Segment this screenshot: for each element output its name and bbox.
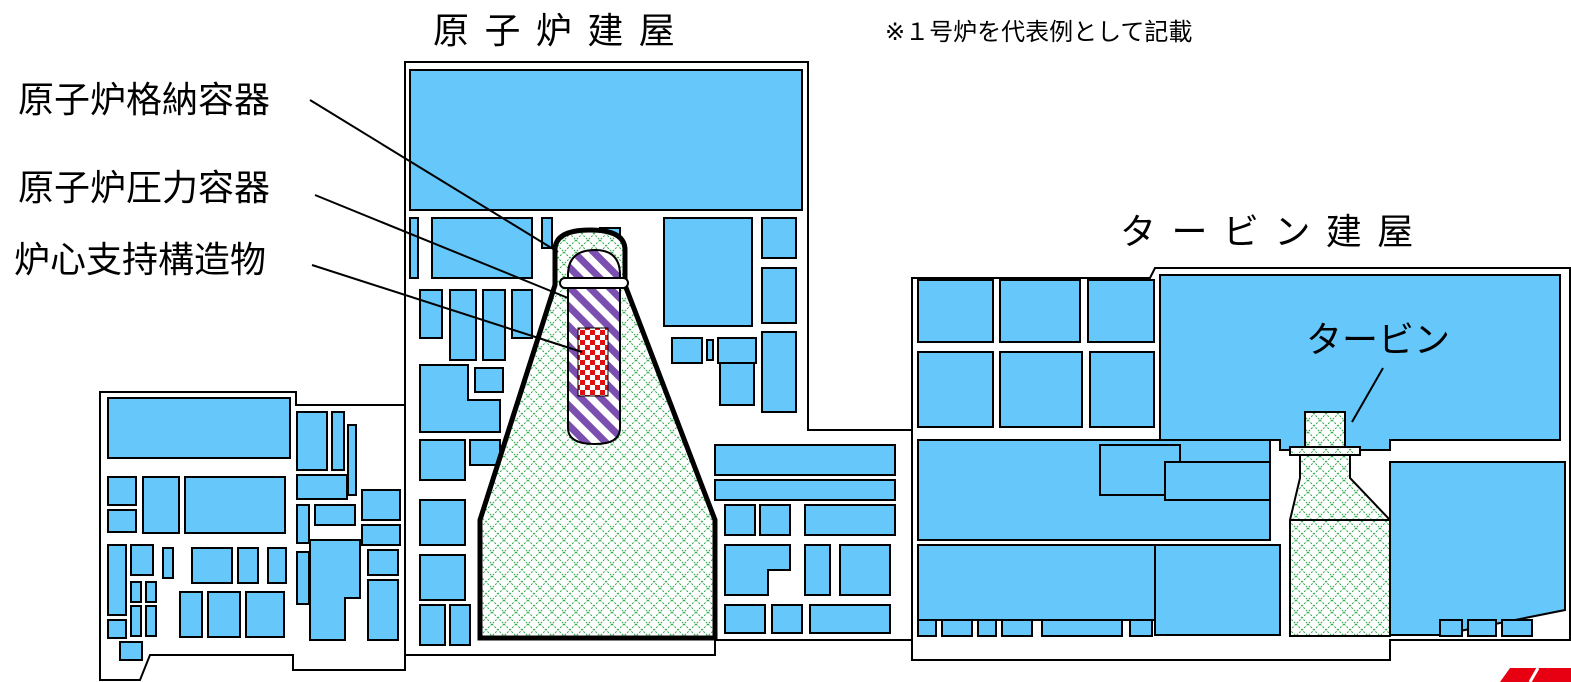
turbine-building [911, 267, 1571, 661]
core-support-label: 炉心支持構造物 [14, 240, 266, 281]
reactor-building-title: 原 子 炉 建 屋 [433, 11, 677, 52]
leader-line-core-support [311, 264, 583, 353]
turbine-label: タービン [1306, 320, 1450, 361]
turbine-building-title: タ ー ビ ン 建 屋 [1120, 212, 1415, 253]
pressure-vessel-label: 原子炉圧力容器 [18, 168, 270, 209]
red-logo-mark-icon [1500, 667, 1571, 682]
turbine-machine [1289, 411, 1391, 637]
leader-line-pressure-vessel [314, 194, 569, 299]
containment-vessel-label: 原子炉格納容器 [18, 80, 270, 121]
representative-note: ※１号炉を代表例として記載 [885, 18, 1192, 46]
core-support-structure [577, 327, 609, 397]
leader-line-turbine [1351, 367, 1384, 423]
left-auxiliary-building [99, 391, 406, 681]
leader-line-containment [309, 99, 559, 253]
